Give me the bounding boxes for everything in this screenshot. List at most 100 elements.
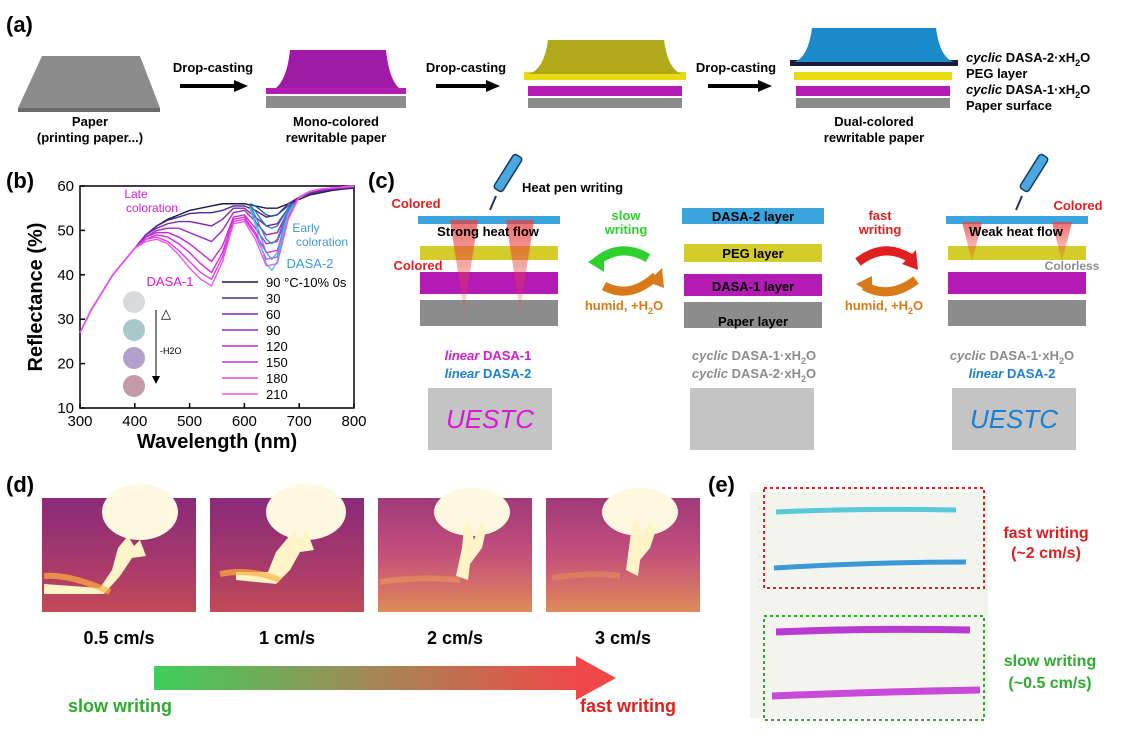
right-caption-line2: linear DASA-2 (969, 366, 1056, 381)
dasa2-series-line-4 (249, 204, 295, 272)
middle-caption-line2: cyclic DASA-2·xH2O (692, 366, 816, 384)
dasa2-series-line-0 (249, 201, 295, 217)
peg-layer-label: PEG layer (722, 246, 783, 261)
panel-label-d: (d) (6, 472, 34, 497)
sample-dot-1 (123, 319, 145, 341)
x-tick-label: 500 (177, 413, 202, 430)
late-coloration-label-2: coloration (126, 201, 178, 215)
colored-label-mid-left: Colored (393, 258, 442, 273)
speed-label-2: 1 cm/s (259, 628, 315, 648)
dasa2-label: DASA-2 (287, 256, 334, 271)
sample-box-magenta (428, 388, 552, 450)
drop-casting-label-3: Drop-casting (696, 60, 776, 75)
legend-paper-surface: Paper surface (966, 98, 1052, 113)
left-caption-line2: linear DASA-2 (445, 366, 532, 381)
dasa2-series-line-1 (249, 202, 295, 229)
thermal-image-2 (210, 484, 364, 612)
colorless-label: Colorless (1045, 259, 1100, 273)
legend-entry-7: 210 (266, 387, 288, 402)
layer-legend: cyclic DASA-2·xH2O PEG layer cyclic DASA… (966, 50, 1090, 113)
dasa1-layer-label: DASA-1 layer (712, 279, 794, 294)
heating-triangle-label: △ (161, 306, 171, 321)
panel-label-a: (a) (6, 12, 33, 37)
fast-writing-e-line2: (~2 cm/s) (1011, 545, 1081, 562)
left-caption-line1: linear DASA-1 (445, 348, 532, 363)
early-coloration-label-2: coloration (296, 235, 348, 249)
paper-layer-label: Paper layer (718, 314, 788, 329)
panel-label-c: (c) (368, 168, 395, 193)
legend-entry-4: 120 (266, 339, 288, 354)
dual-colored-paper (790, 28, 958, 108)
heat-pen-icon-right (1015, 153, 1049, 211)
fast-cycle-arrows (855, 246, 919, 297)
dual-label-line2: rewritable paper (824, 130, 924, 145)
slow-cycle-arrows (588, 246, 664, 296)
sample-dot-0 (123, 291, 145, 313)
process-arrow-2 (436, 80, 500, 92)
legend-cyclic-dasa2: cyclic DASA-2·xH2O (966, 50, 1090, 68)
panel-label-b: (b) (6, 168, 34, 193)
plot-frame (79, 185, 355, 409)
paper-label-line1: Paper (72, 114, 108, 129)
fast-writing-label: fast writing (580, 696, 676, 716)
fast-writing-label-2: writing (858, 222, 902, 237)
dasa1-label: DASA-1 (147, 274, 194, 289)
speed-label-3: 2 cm/s (427, 628, 483, 648)
series-line-7 (79, 185, 355, 333)
x-tick-label: 300 (67, 413, 92, 430)
colored-label-top-left: Colored (391, 196, 440, 211)
late-coloration-label: Late (124, 187, 148, 201)
y-tick-label: 40 (57, 267, 74, 284)
colored-label-right: Colored (1053, 198, 1102, 213)
slow-writing-label: slow writing (68, 696, 172, 716)
humid-label-right: humid, +H2O (845, 298, 923, 316)
drop-casting-label-2: Drop-casting (426, 60, 506, 75)
uestc-blue-text: UESTC (970, 404, 1058, 434)
slow-writing-label-1: slow (612, 208, 642, 223)
y-tick-label: 10 (57, 400, 74, 417)
legend-entry-0: 90 °C-10% 0s (266, 275, 347, 290)
strong-heat-flow-label: Strong heat flow (437, 224, 540, 239)
drop-casting-label-1: Drop-casting (173, 60, 253, 75)
middle-layer-stack (682, 208, 824, 328)
heat-pen-icon-left (489, 153, 523, 211)
process-arrow-3 (708, 80, 772, 92)
x-tick-label: 700 (287, 413, 312, 430)
heating-arrow-head (152, 376, 160, 384)
fast-writing-label-1: fast (868, 208, 892, 223)
mono-colored-paper (266, 50, 406, 108)
sample-dot-2 (123, 347, 145, 369)
legend-entry-6: 180 (266, 371, 288, 386)
x-tick-label: 400 (122, 413, 147, 430)
middle-caption-line1: cyclic DASA-1·xH2O (692, 348, 816, 366)
x-tick-label: 800 (341, 413, 366, 430)
slow-writing-e-line2: (~0.5 cm/s) (1008, 675, 1091, 692)
speed-label-4: 3 cm/s (595, 628, 651, 648)
sample-box-blue (952, 388, 1076, 450)
y-axis-label: Reflectance (%) (25, 223, 47, 372)
humid-label-left: humid, +H2O (585, 298, 663, 316)
mono-label-line2: rewritable paper (286, 130, 386, 145)
y-tick-label: 20 (57, 356, 74, 373)
dasa2-layer-label: DASA-2 layer (712, 209, 794, 224)
legend-entry-3: 90 (266, 323, 280, 338)
right-layer-stack (946, 216, 1088, 326)
fast-writing-e-line1: fast writing (1003, 525, 1088, 542)
sample-box-blank (690, 388, 814, 450)
early-coloration-label: Early (292, 221, 319, 235)
thermal-image-1 (42, 484, 196, 612)
slow-writing-e-line1: slow writing (1004, 653, 1096, 670)
minus-water-label: -H2O (160, 346, 182, 356)
heat-pen-writing-label: Heat pen writing (522, 180, 623, 195)
paper-label-line2: (printing paper...) (37, 130, 143, 145)
speed-label-1: 0.5 cm/s (83, 628, 154, 648)
legend-cyclic-dasa1: cyclic DASA-1·xH2O (966, 82, 1090, 100)
y-tick-label: 60 (57, 178, 74, 195)
process-arrow-1 (180, 80, 248, 92)
peg-coated-paper (524, 40, 686, 108)
legend-peg-layer: PEG layer (966, 66, 1027, 81)
slow-writing-label-2: writing (604, 222, 648, 237)
panel-label-e: (e) (708, 472, 735, 497)
